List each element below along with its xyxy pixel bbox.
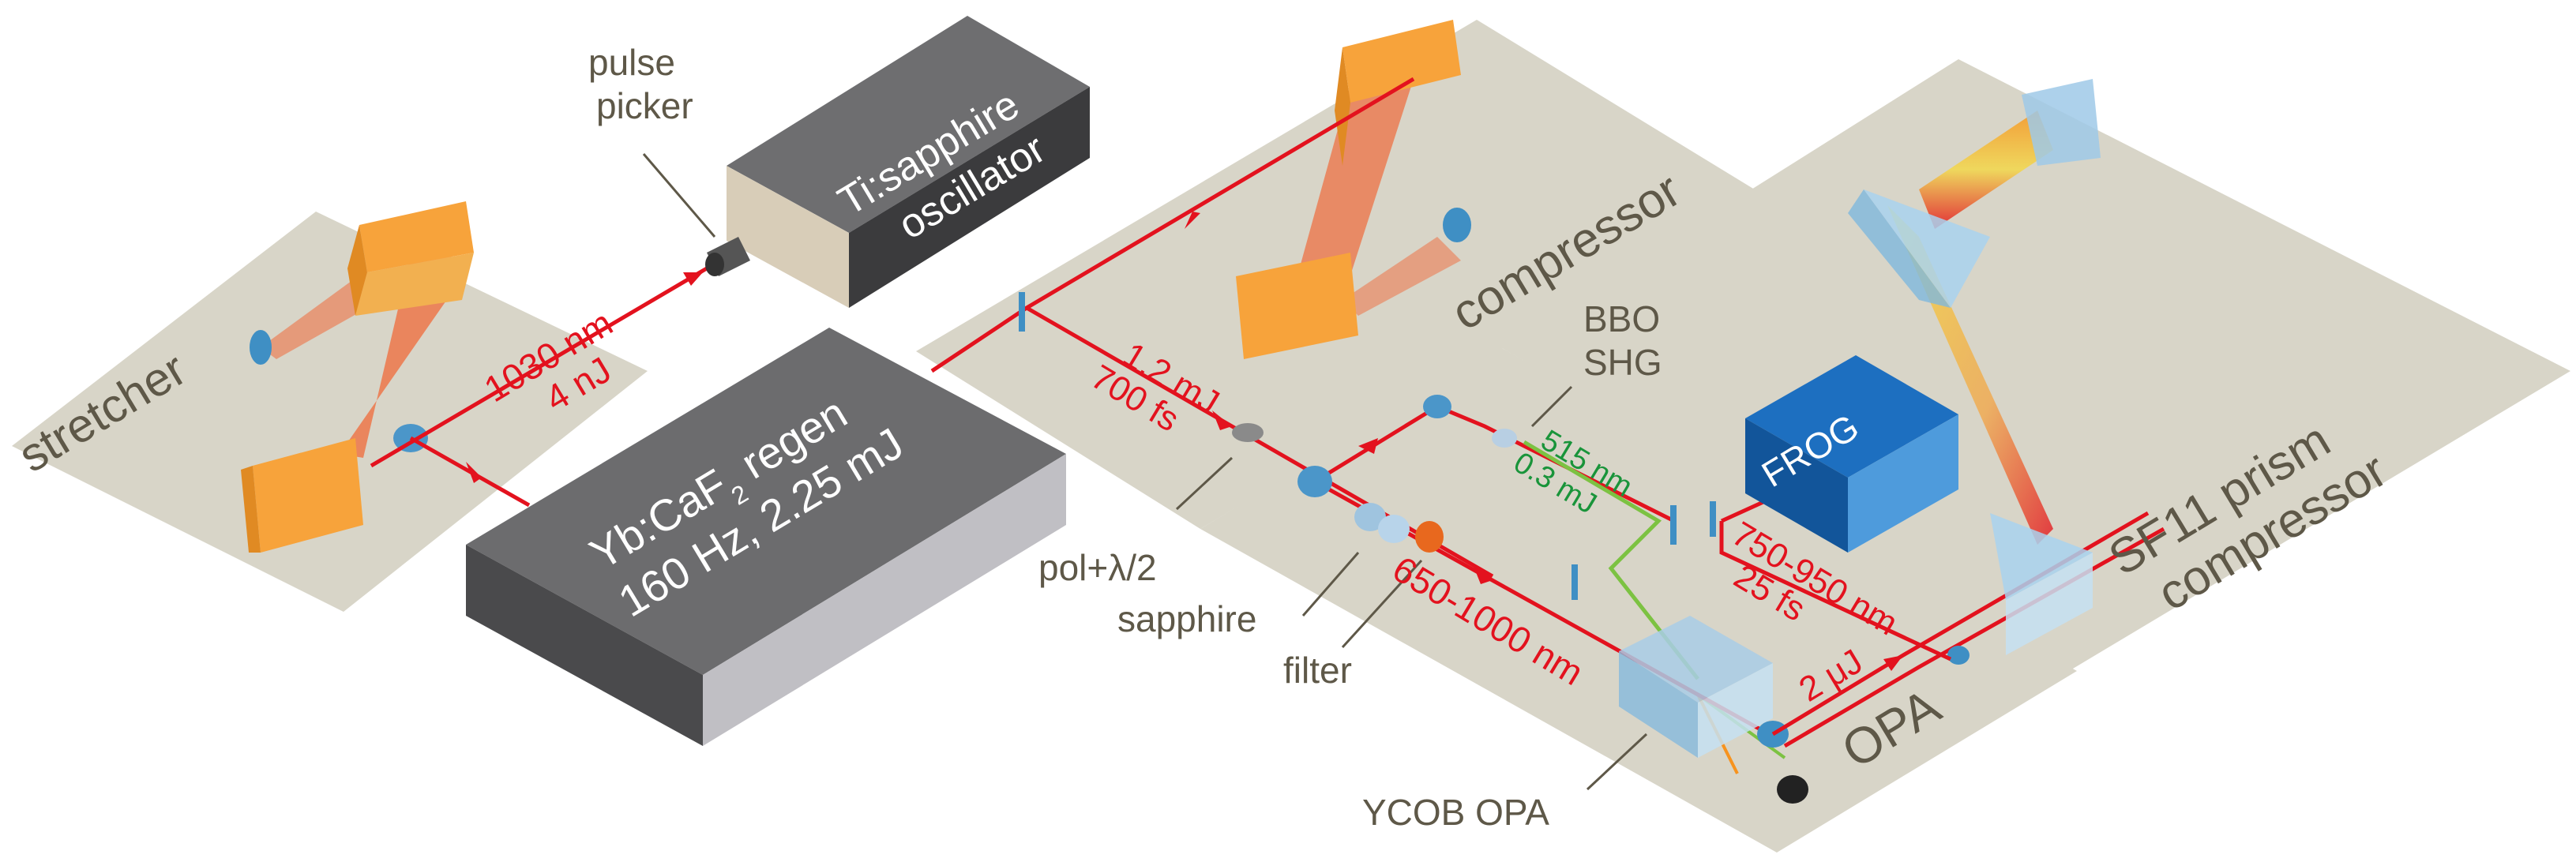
pulse-picker-label: pulse: [588, 42, 675, 83]
beam-green: [1523, 440, 1699, 680]
stretcher-table: [12, 212, 648, 612]
ti-sapphire-oscillator-box: [727, 16, 1090, 308]
sapphire-plate: [1354, 503, 1410, 543]
stretcher-grating-lower: [241, 438, 363, 553]
bbo-label: BBO: [1583, 298, 1660, 339]
filter-leader: [1341, 559, 1423, 649]
opa-table: [1200, 347, 2077, 853]
beam-arrow: [1883, 655, 1903, 671]
ycob-label: YCOB OPA: [1362, 792, 1549, 833]
filter-label: filter: [1283, 650, 1352, 691]
beam-1030: [370, 266, 708, 468]
beam-arrow: [1212, 410, 1232, 430]
sf11-table: [1500, 59, 2570, 671]
compressor-mirror: [1443, 208, 1471, 242]
compressor-grating-upper: [1335, 20, 1461, 166]
opa-mirror: [1297, 466, 1332, 497]
frog-mirror: [1710, 501, 1716, 537]
pol-leader: [1175, 456, 1234, 511]
frog-box: [1745, 355, 1958, 553]
waveplate: [1019, 292, 1025, 332]
sf11-prism-top: [2022, 79, 2101, 166]
bbo-leader: [1530, 385, 1573, 428]
sf11-mirror: [1947, 646, 1970, 665]
beam-arrow: [683, 272, 703, 286]
pulse-picker: [705, 237, 750, 276]
pulse-picker-label: picker: [596, 85, 693, 126]
beam-dump: [1777, 775, 1808, 804]
polarizer: [1232, 423, 1264, 442]
beam-arrow: [1473, 564, 1493, 584]
bbo-crystal: [1492, 429, 1517, 448]
compressor-grating-lower: [1236, 253, 1358, 359]
sf11-prism-lower: [1990, 513, 2093, 655]
regen-amplifier-box: [466, 328, 1066, 746]
ycob-crystal: [1619, 616, 1773, 758]
opa-mirror: [1423, 395, 1451, 418]
stretcher-mirror: [250, 330, 272, 365]
stretcher-grating-upper: [347, 201, 474, 316]
beam-arrow: [1358, 438, 1378, 454]
sf11-beam-upper: [1919, 111, 2053, 229]
pulse-picker-leader: [642, 153, 716, 238]
bbo-label: SHG: [1583, 342, 1662, 383]
ycob-leader: [1586, 733, 1648, 791]
filter-element: [1415, 521, 1444, 553]
opa-mirror-flat: [1572, 564, 1578, 600]
opa-mirror-flat: [1670, 505, 1677, 545]
sapphire-leader: [1301, 552, 1360, 617]
sf11-prism-upper: [1848, 189, 1990, 308]
beam-arrow: [1185, 212, 1200, 229]
beam-arrow: [466, 462, 482, 483]
sapphire-label: sapphire: [1117, 598, 1256, 639]
compressor-beam-out: [1342, 237, 1461, 316]
compressor-beam-fan: [1295, 55, 1414, 300]
pol-label: pol+λ/2: [1038, 547, 1157, 588]
beam-frog-line: [1719, 521, 1952, 661]
